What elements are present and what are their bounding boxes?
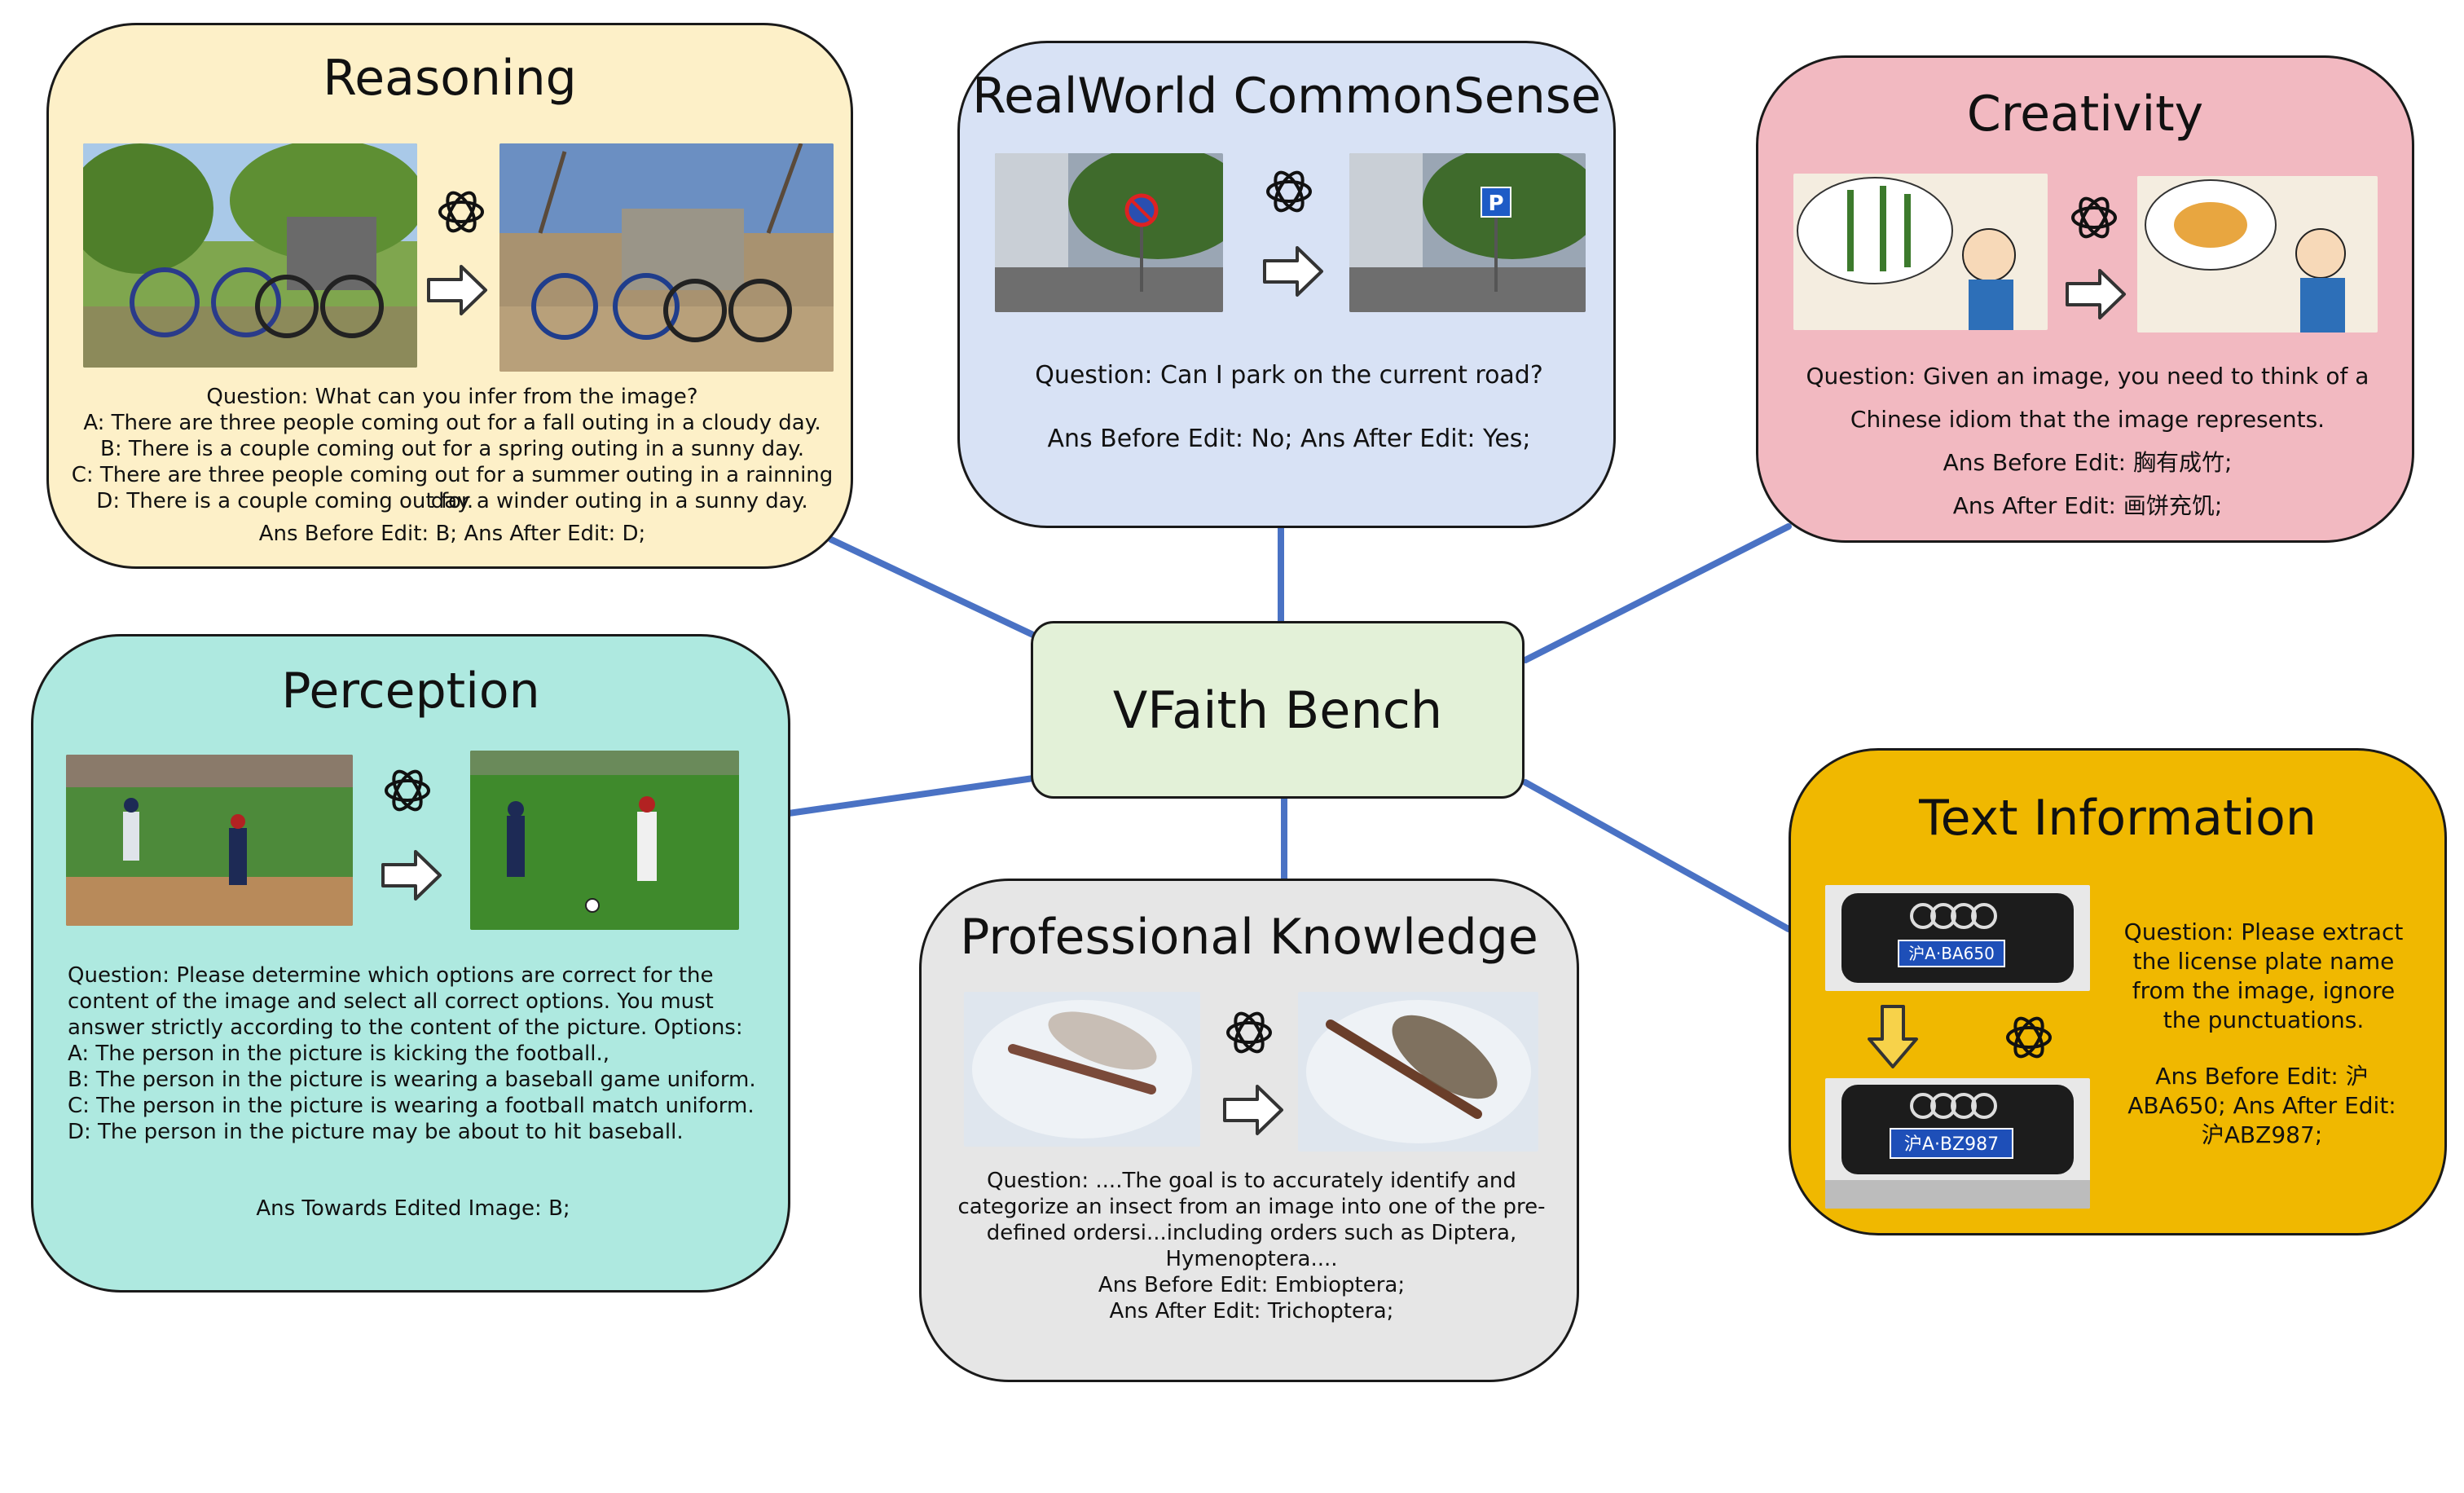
creativity-card: Creativity Question: Given an imag [1756, 55, 2414, 543]
professional-card: Professional Knowledge Question: ....The… [919, 879, 1579, 1382]
realworld-title: RealWorld CommonSense [972, 68, 1601, 125]
perception-image-after [470, 751, 739, 930]
professional-image-before [964, 992, 1200, 1147]
reasoning-option-a: A: There are three people coming out for… [83, 411, 821, 435]
openai-logo-icon [1226, 1011, 1272, 1054]
perception-title: Perception [281, 663, 540, 720]
openai-logo-icon [438, 191, 484, 233]
text-info-title: Text Information [1919, 790, 2317, 847]
openai-logo-icon [385, 769, 430, 812]
right-arrow-icon [381, 850, 442, 901]
openai-logo-icon [1266, 170, 1312, 213]
reasoning-option-d: D: There is a couple coming out for a wi… [96, 489, 808, 513]
reasoning-question: Question: What can you infer from the im… [206, 385, 698, 409]
center-node: VFaith Bench [1031, 621, 1525, 799]
perception-question: Question: Please determine which options… [68, 963, 756, 1144]
realworld-card: RealWorld CommonSense P [957, 41, 1616, 528]
creativity-image-after [2137, 176, 2378, 333]
openai-logo-icon [2006, 1016, 2052, 1059]
connector-reasoning [828, 536, 1038, 639]
plate-before-text: 沪A·BA650 [1908, 944, 1995, 963]
down-arrow-icon [1868, 1005, 1918, 1068]
reasoning-image-before [83, 143, 417, 368]
reasoning-option-b: B: There is a couple coming out for a sp… [100, 437, 804, 461]
creativity-image-before [1793, 174, 2048, 330]
text-info-question: Question: Please extract the license pla… [2123, 918, 2404, 1033]
reasoning-title: Reasoning [323, 50, 577, 107]
realworld-image-after: P [1349, 153, 1586, 312]
text-info-image-before: 沪A·BA650 [1825, 885, 2090, 991]
perception-image-before [66, 755, 353, 926]
creativity-question-line2: Chinese idiom that the image represents. [1850, 406, 2325, 433]
perception-answer: Ans Towards Edited Image: B; [256, 1196, 570, 1221]
text-info-image-after: 沪A·BZ987 [1825, 1078, 2090, 1209]
connector-text-info [1522, 779, 1792, 932]
center-title: VFaith Bench [1112, 680, 1443, 740]
plate-after-text: 沪A·BZ987 [1904, 1134, 1999, 1155]
connector-perception [785, 775, 1036, 817]
creativity-title: Creativity [1966, 86, 2204, 143]
creativity-answer-after: Ans After Edit: 画饼充饥; [1952, 492, 2223, 519]
connector-creativity [1522, 523, 1792, 663]
professional-title: Professional Knowledge [960, 909, 1538, 966]
creativity-answer-before: Ans Before Edit: 胸有成竹; [1943, 449, 2233, 476]
reasoning-image-after [499, 143, 834, 372]
text-info-card: Text Information 沪A·BA650 [1789, 748, 2447, 1235]
realworld-question: Question: Can I park on the current road… [1035, 361, 1543, 390]
reasoning-answer: Ans Before Edit: B; Ans After Edit: D; [258, 522, 646, 546]
right-arrow-icon [1223, 1085, 1283, 1135]
realworld-answer: Ans Before Edit: No; Ans After Edit: Yes… [1047, 425, 1531, 453]
realworld-image-before [995, 153, 1223, 312]
reasoning-card: Reasoning [46, 23, 853, 569]
professional-question: Question: ....The goal is to accurately … [957, 1169, 1546, 1323]
perception-card: Perception Question: [31, 634, 790, 1293]
right-arrow-icon [2066, 269, 2126, 319]
parking-sign-letter: P [1488, 192, 1503, 216]
right-arrow-icon [1263, 246, 1323, 297]
reasoning-option-c: C: There are three people coming out for… [71, 463, 834, 513]
professional-image-after [1298, 992, 1538, 1152]
openai-logo-icon [2071, 196, 2117, 239]
text-info-answer: Ans Before Edit: 沪 ABA650; Ans After Edi… [2127, 1063, 2396, 1148]
right-arrow-icon [427, 265, 487, 315]
creativity-question-line1: Question: Given an image, you need to th… [1806, 363, 2369, 390]
